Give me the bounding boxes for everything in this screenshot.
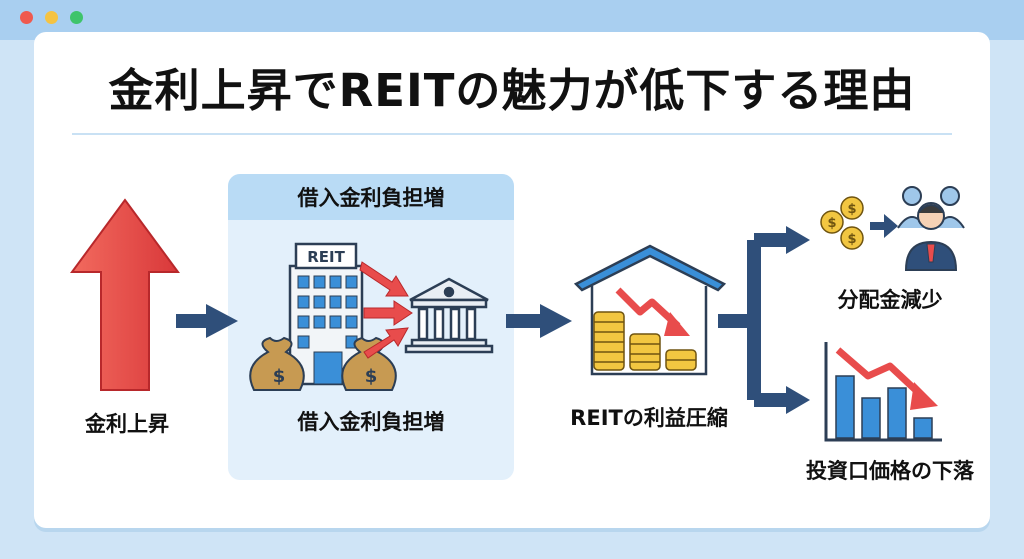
panel-header-label: 借入金利負担増 — [297, 186, 445, 210]
payment-arrows — [359, 261, 413, 359]
house-roof-icon — [573, 244, 727, 376]
branch-arrow — [718, 233, 790, 407]
svg-text:$: $ — [847, 232, 856, 247]
step-rate-rise-label: 金利上昇 — [85, 412, 169, 436]
window-close-dot[interactable] — [20, 11, 33, 24]
svg-text:$: $ — [273, 366, 286, 387]
window-maximize-dot[interactable] — [70, 11, 83, 24]
flow-arrow-1 — [176, 304, 238, 338]
down-trend-icon — [615, 287, 690, 336]
step-price-decline-label: 投資口価格の下落 — [806, 459, 974, 483]
coin-stack-icon: $ $ $ — [820, 196, 864, 250]
bank-icon — [404, 277, 494, 354]
small-flow-arrow — [870, 214, 898, 238]
flow-arrow-2 — [506, 304, 572, 338]
page-title: 金利上昇でREITの魅力が低下する理由 — [108, 64, 916, 117]
window-minimize-dot[interactable] — [45, 11, 58, 24]
money-bag-icon: $ — [249, 336, 305, 391]
step-distribution-decrease-label: 分配金減少 — [837, 288, 943, 312]
building-sign: REIT — [307, 248, 345, 266]
title-divider — [72, 133, 952, 135]
coin-stack-icon — [593, 311, 697, 371]
up-arrow-icon — [70, 198, 180, 391]
borrowing-panel-header — [228, 174, 514, 220]
step-profit-squeeze-label: REITの利益圧縮 — [570, 406, 728, 430]
step-borrowing-burden-label: 借入金利負担増 — [297, 410, 445, 434]
office-building-icon: REIT — [288, 242, 364, 386]
bar-chart-icon — [824, 342, 942, 442]
svg-text:$: $ — [847, 202, 856, 217]
branch-arrowheads — [786, 226, 810, 414]
svg-text:$: $ — [365, 366, 378, 387]
investor-icon — [897, 186, 965, 271]
svg-text:$: $ — [827, 216, 836, 231]
